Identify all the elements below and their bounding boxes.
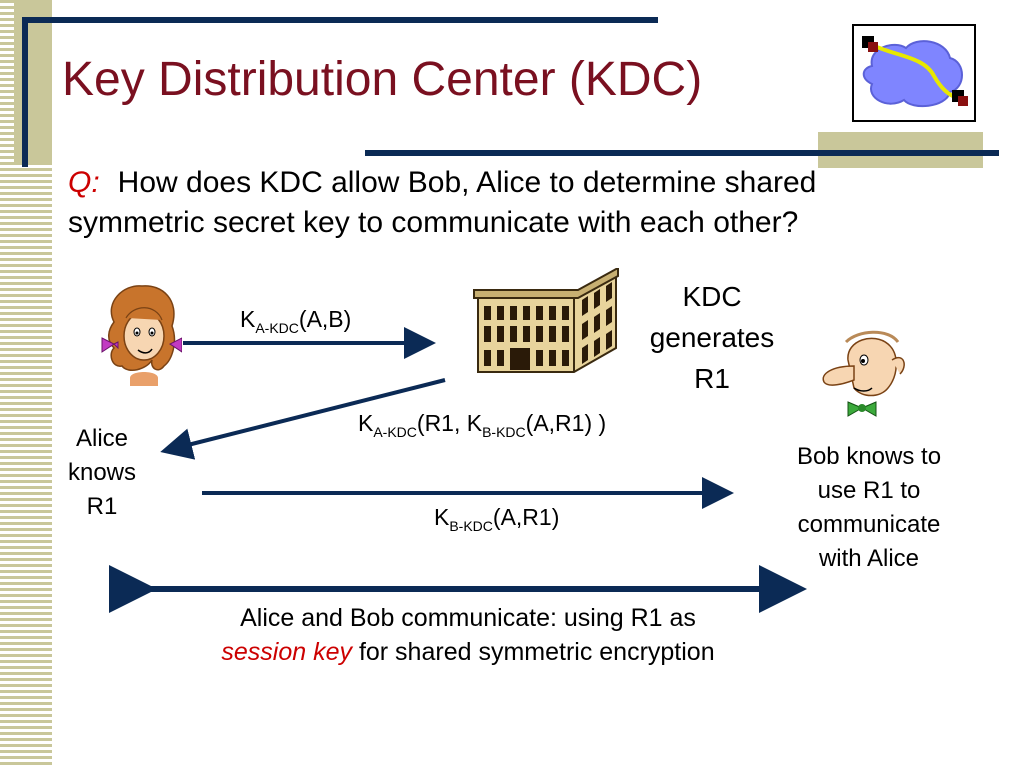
msg3-k: K [434,504,450,530]
kdc-note-line-1: KDC [682,281,742,312]
question-text-1: How does KDC allow Bob, Alice to determi… [117,166,817,199]
msg3-rest: (A,R1) [492,504,560,530]
bottom-caption-line-2: session key for shared symmetric encrypt… [168,635,768,669]
session-key-text: session key [221,638,352,666]
alice-note-line-3: R1 [86,493,118,520]
bottom-caption-line-1: Alice and Bob communicate: using R1 as [240,604,696,632]
msg2-label: KA-KDC(R1, KB-KDC(A,R1) ) [358,410,607,440]
alice-note-line-2: knows [67,459,137,486]
question-marker: Q: [68,166,100,199]
question-line-2: symmetric secret key to communicate with… [68,206,799,239]
bob-note: Bob knows to use R1 to communicate with … [772,440,966,576]
alice-note: Alice knows R1 [52,422,152,524]
msg2-mid: (R1, K [416,410,483,436]
msg2-sub1: A-KDC [373,424,417,440]
question-line-1: Q: How does KDC allow Bob, Alice to deter… [68,166,816,200]
msg2-k1: K [358,410,374,436]
bob-note-line-4: with Alice [818,545,920,572]
msg3-sub: B-KDC [449,518,493,534]
network-cloud-logo-icon [862,36,968,108]
network-cloud-logo [852,24,976,122]
kdc-building-icon [473,268,619,373]
page-title: Key Distribution Center (KDC) [62,53,703,106]
kdc-note-line-3: R1 [694,363,730,394]
msg1-label: KA-KDC(A,B) [240,306,352,336]
bob-figure-icon [822,330,905,417]
top-rule [22,17,658,23]
stripe-block-left [14,0,52,165]
bob-note-line-1: Bob knows to [796,443,942,470]
bottom-caption: Alice and Bob communicate: using R1 as s… [168,601,768,669]
bob-note-line-3: communicate [797,511,941,538]
msg3-label: KB-KDC(A,R1) [434,504,560,534]
msg1-rest: (A,B) [298,306,352,332]
kdc-note-line-2: generates [649,322,775,353]
alice-note-line-1: Alice [75,425,129,452]
mid-rule [365,150,999,156]
kdc-note: KDC generates R1 [630,276,794,399]
msg2-rest: (A,R1) ) [525,410,607,436]
bob-note-line-2: use R1 to [817,477,921,504]
bottom-caption-rest: for shared symmetric encryption [358,638,715,666]
alice-figure-icon [101,285,182,386]
msg1-k: K [240,306,256,332]
arrow-kdc-to-alice [160,378,446,460]
left-rule [22,17,28,167]
msg2-sub2: B-KDC [482,424,526,440]
msg1-sub: A-KDC [255,320,299,336]
